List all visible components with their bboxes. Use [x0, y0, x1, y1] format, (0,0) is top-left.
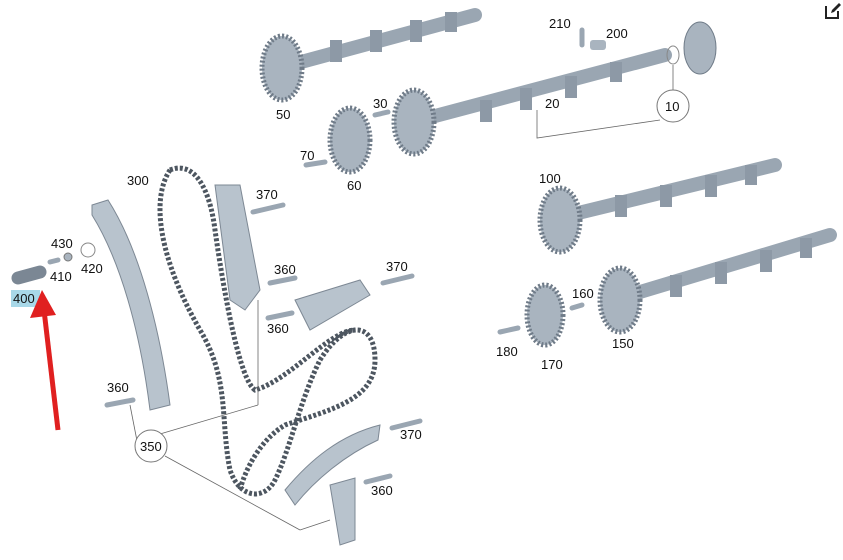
- label-350: 350: [140, 439, 162, 454]
- part-410: [47, 257, 61, 265]
- label-60: 60: [347, 178, 361, 193]
- pin-370c: [389, 418, 423, 431]
- oring-10: [666, 45, 680, 65]
- label-370c: 370: [400, 427, 422, 442]
- pin-160: [569, 302, 585, 311]
- guide-rail-lower: [284, 424, 381, 506]
- label-170: 170: [541, 357, 563, 372]
- label-430: 430: [51, 236, 73, 251]
- label-100: 100: [539, 171, 561, 186]
- callout-10: [656, 89, 690, 123]
- tensioner-rail: [214, 184, 261, 311]
- label-360c: 360: [107, 380, 129, 395]
- label-180: 180: [496, 344, 518, 359]
- label-360d: 360: [371, 483, 393, 498]
- label-50: 50: [276, 107, 290, 122]
- pin-360c: [104, 397, 136, 408]
- guide-rail-upper: [294, 279, 371, 331]
- label-370a: 370: [256, 187, 278, 202]
- part-430: [63, 252, 73, 262]
- label-410: 410: [50, 269, 72, 284]
- pin-30: [372, 109, 391, 118]
- pin-360b: [265, 310, 295, 321]
- camshaft-100: [537, 158, 782, 255]
- label-370b: 370: [386, 259, 408, 274]
- tensioner-400: [11, 265, 47, 285]
- label-210: 210: [549, 16, 571, 31]
- label-160: 160: [572, 286, 594, 301]
- red-arrow: [30, 290, 61, 431]
- pin-360a: [267, 275, 298, 286]
- pin-370a: [250, 202, 286, 215]
- timing-chain-300: [157, 165, 378, 497]
- label-400: 400: [13, 291, 35, 306]
- label-150: 150: [612, 336, 634, 351]
- highlight-400: [11, 290, 40, 307]
- camshaft-150: [597, 228, 837, 335]
- label-10: 10: [665, 99, 679, 114]
- label-360b: 360: [267, 321, 289, 336]
- bracket-200: [590, 40, 606, 50]
- tensioner-lower: [329, 477, 356, 546]
- pin-360d: [363, 473, 393, 485]
- guide-rail-left: [91, 199, 171, 411]
- label-20: 20: [545, 96, 559, 111]
- label-200: 200: [606, 26, 628, 41]
- edit-button[interactable]: [824, 2, 843, 22]
- label-360a: 360: [274, 262, 296, 277]
- label-420: 420: [81, 261, 103, 276]
- bolt-70: [303, 159, 328, 168]
- sprocket-60: [327, 105, 373, 175]
- label-30: 30: [373, 96, 387, 111]
- adjuster-10: [683, 21, 717, 75]
- label-300: 300: [127, 173, 149, 188]
- camshaft-20: [391, 48, 672, 157]
- callout-350: [134, 429, 168, 463]
- bolt-180: [497, 325, 521, 335]
- edit-icon: [825, 3, 841, 19]
- camshaft-50: [259, 8, 482, 103]
- label-70: 70: [300, 148, 314, 163]
- sprocket-170: [524, 282, 566, 348]
- oring-420: [80, 242, 96, 258]
- pin-370b: [380, 273, 415, 286]
